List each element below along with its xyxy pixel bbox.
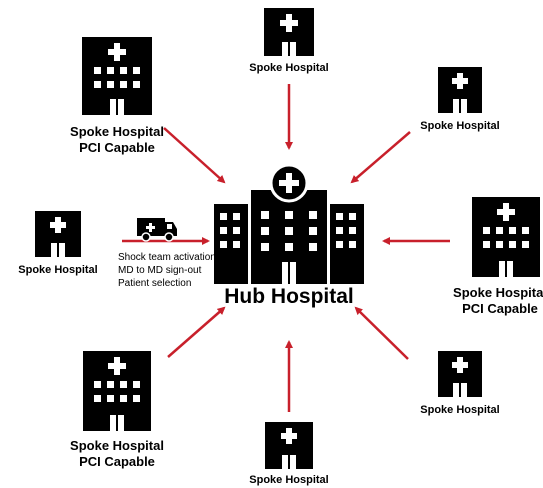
transfer-notes: Shock team activation MD to MD sign-out …: [118, 252, 216, 289]
spoke-label-line2: PCI Capable: [79, 140, 155, 155]
spoke-hospital-left: Spoke Hospital: [18, 211, 98, 276]
hub-hospital: Hub Hospital: [214, 163, 364, 308]
hospital-building-icon: [265, 422, 313, 469]
transfer-note: MD to MD sign-out: [118, 265, 202, 276]
transfer-note: Shock team activation: [118, 252, 216, 263]
ambulance-icon: [137, 218, 177, 242]
transfer-note: Patient selection: [118, 278, 191, 289]
spoke-hospital-bottom-left-pci: Spoke Hospital PCI Capable: [70, 351, 164, 469]
hub-label: Hub Hospital: [224, 285, 354, 308]
arrow-bottom-right: [354, 306, 409, 360]
spoke-label: Spoke Hospital: [249, 474, 328, 486]
spoke-label-line2: PCI Capable: [462, 301, 538, 316]
spoke-hospital-top: Spoke Hospital: [249, 8, 329, 74]
hospital-building-icon: [35, 211, 81, 257]
spoke-label-line1: Spoke Hospital: [453, 285, 543, 300]
hospital-building-icon: [83, 351, 151, 431]
spoke-label-line2: PCI Capable: [79, 454, 155, 469]
spoke-hospital-top-left-pci: Spoke Hospital PCI Capable: [70, 37, 164, 155]
spoke-label-line1: Spoke Hospital: [70, 124, 164, 139]
arrow-bottom-left: [167, 306, 226, 358]
spoke-label: Spoke Hospital: [420, 120, 499, 132]
hospital-building-icon: [472, 197, 540, 277]
hospital-building-icon: [438, 351, 482, 397]
hospital-building-icon: [82, 37, 152, 115]
hospital-building-icon: [264, 8, 314, 56]
spoke-label-line1: Spoke Hospital: [70, 438, 164, 453]
spoke-hospital-bottom-right: Spoke Hospital: [420, 351, 500, 416]
spoke-hospital-top-right: Spoke Hospital: [420, 67, 500, 132]
spoke-label: Spoke Hospital: [420, 404, 499, 416]
spoke-hospital-bottom: Spoke Hospital: [249, 422, 329, 486]
spoke-label: Spoke Hospital: [249, 62, 328, 74]
arrows: [122, 84, 450, 412]
hospital-building-icon: [438, 67, 482, 113]
spoke-hospital-right-pci: Spoke Hospital PCI Capable: [453, 197, 543, 316]
spoke-label: Spoke Hospital: [18, 264, 97, 276]
arrow-top-right: [350, 131, 411, 184]
arrow-top-left: [163, 127, 226, 184]
hospital-building-icon: [214, 163, 364, 284]
